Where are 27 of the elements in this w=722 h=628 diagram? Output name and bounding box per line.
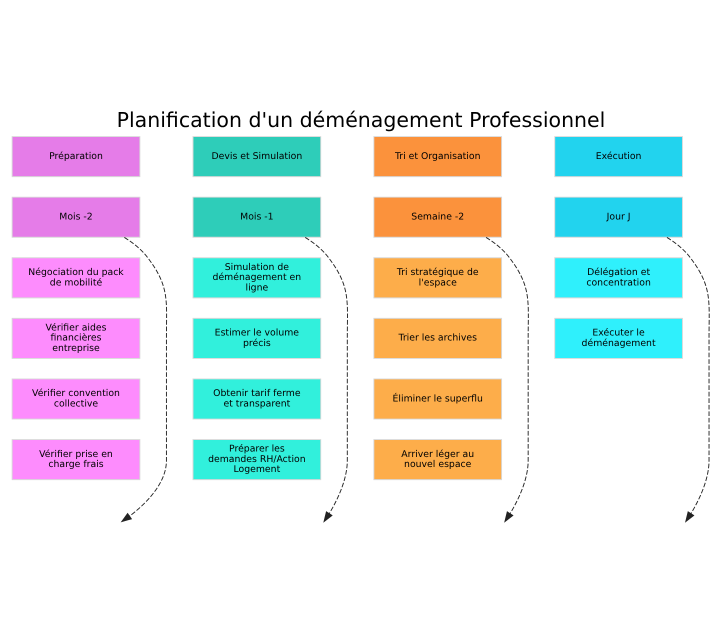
node-box: Négociation du pack de mobilité <box>12 256 140 298</box>
node-box: Estimer le volume précis <box>192 317 322 358</box>
node-box: Exécuter le déménagement <box>554 317 683 358</box>
node-box: Préparer les demandes RH/Action Logement <box>192 438 322 480</box>
node-box: Trier les archives <box>373 317 502 358</box>
arrow <box>120 236 168 522</box>
arrow <box>666 236 710 522</box>
arrow <box>486 236 529 522</box>
node-box: Jour J <box>554 196 683 238</box>
node-box: Mois -2 <box>12 196 140 238</box>
node-box: Devis et Simulation <box>192 136 322 177</box>
node-box: Exécution <box>554 136 683 177</box>
node-box: Simulation de déménagement en ligne <box>192 256 322 298</box>
node-box: Obtenir tarif ferme et transparent <box>192 378 322 419</box>
node-box: Arriver léger au nouvel espace <box>373 438 502 480</box>
node-box: Préparation <box>12 136 140 177</box>
node-box: Tri stratégique de l'espace <box>373 256 502 298</box>
node-box: Éliminer le superflu <box>373 378 502 419</box>
node-box: Semaine -2 <box>373 196 502 238</box>
node-box: Vérifier prise en charge frais <box>12 438 140 480</box>
node-box: Délégation et concentration <box>554 256 683 298</box>
arrow <box>304 236 348 522</box>
node-box: Tri et Organisation <box>373 136 502 177</box>
node-box: Vérifier aides financières entreprise <box>12 317 140 358</box>
diagram-title: Planification d'un déménagement Professionnel <box>116 107 606 132</box>
node-box: Mois -1 <box>192 196 322 238</box>
node-box: Vérifier convention collective <box>12 378 140 419</box>
